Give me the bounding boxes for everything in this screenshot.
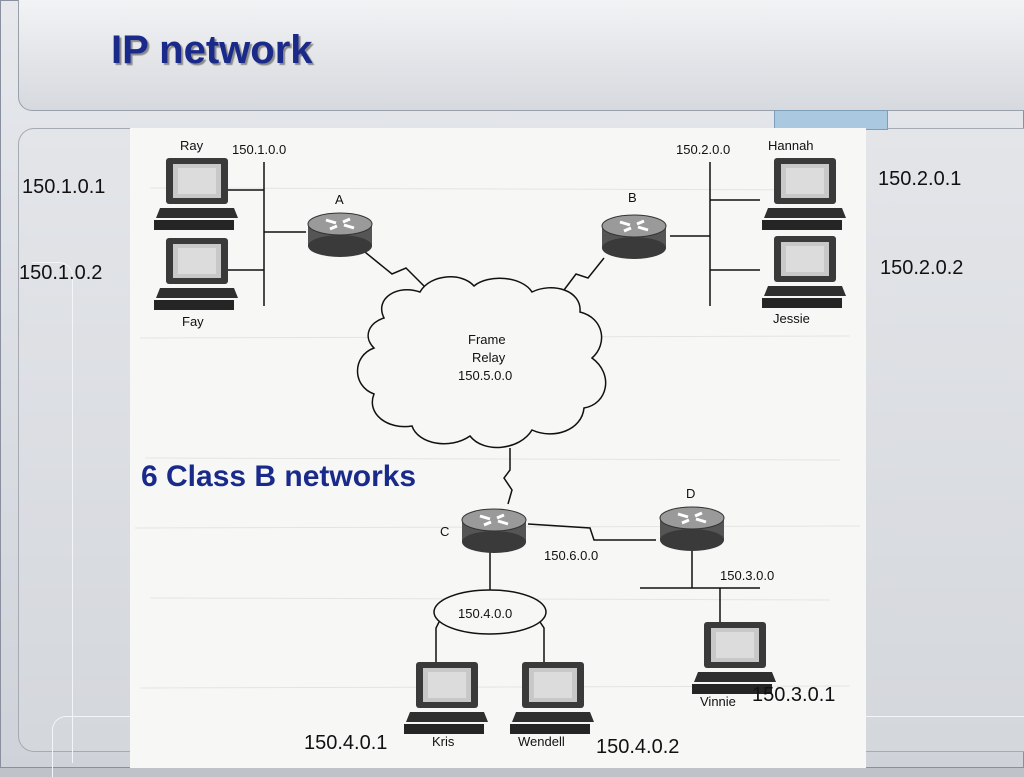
host-label-ray: Ray — [180, 138, 204, 153]
ip-label-jessie: 150.2.0.2 — [880, 257, 964, 279]
ip-label-fay: 150.1.0.2 — [19, 262, 103, 284]
router-label-b: B — [628, 190, 637, 205]
router-b-icon — [600, 213, 668, 261]
network-label-150-4: 150.4.0.0 — [458, 606, 512, 621]
router-label-a: A — [335, 192, 344, 207]
host-label-fay: Fay — [182, 314, 204, 329]
network-label-150-1: 150.1.0.0 — [232, 142, 286, 157]
cloud-label-line1: Frame — [468, 332, 506, 347]
pc-fay-icon — [154, 238, 238, 310]
slide-title: IP network — [111, 28, 313, 72]
router-c-icon — [460, 507, 528, 555]
host-label-wendell: Wendell — [518, 734, 565, 749]
router-label-d: D — [686, 486, 695, 501]
network-diagram-svg: Ray 150.1.0.0 Fay A B 150.2.0.0 Hannah J… — [134, 138, 861, 749]
network-diagram: Ray 150.1.0.0 Fay A B 150.2.0.0 Hannah J… — [130, 128, 866, 768]
ip-label-kris: 150.4.0.1 — [304, 732, 388, 754]
pc-wendell-icon — [510, 662, 594, 734]
network-label-150-3: 150.3.0.0 — [720, 568, 774, 583]
network-label-150-2: 150.2.0.0 — [676, 142, 730, 157]
ip-label-wendell: 150.4.0.2 — [596, 736, 680, 758]
router-a-icon — [306, 211, 374, 259]
router-d-icon — [658, 505, 726, 553]
router-label-c: C — [440, 524, 449, 539]
ip-label-vinnie: 150.3.0.1 — [752, 684, 836, 706]
network-label-150-6: 150.6.0.0 — [544, 548, 598, 563]
accent-block — [774, 110, 888, 130]
pc-ray-icon — [154, 158, 238, 230]
pc-kris-icon — [404, 662, 488, 734]
host-label-vinnie: Vinnie — [700, 694, 736, 709]
lan-ellipse — [433, 589, 547, 635]
host-label-kris: Kris — [432, 734, 455, 749]
pc-hannah-icon — [762, 158, 846, 230]
cloud-label-line3: 150.5.0.0 — [458, 368, 512, 383]
diagram-caption: 6 Class B networks — [141, 460, 417, 493]
pc-jessie-icon — [762, 236, 846, 308]
ip-label-hannah: 150.2.0.1 — [878, 168, 962, 190]
decorative-line — [32, 262, 73, 763]
ip-label-ray: 150.1.0.1 — [22, 176, 106, 198]
host-label-jessie: Jessie — [773, 311, 810, 326]
cloud-label-line2: Relay — [472, 350, 506, 365]
host-label-hannah: Hannah — [768, 138, 814, 153]
frame-relay-cloud — [356, 276, 607, 449]
title-bar: IP network — [18, 0, 1024, 111]
